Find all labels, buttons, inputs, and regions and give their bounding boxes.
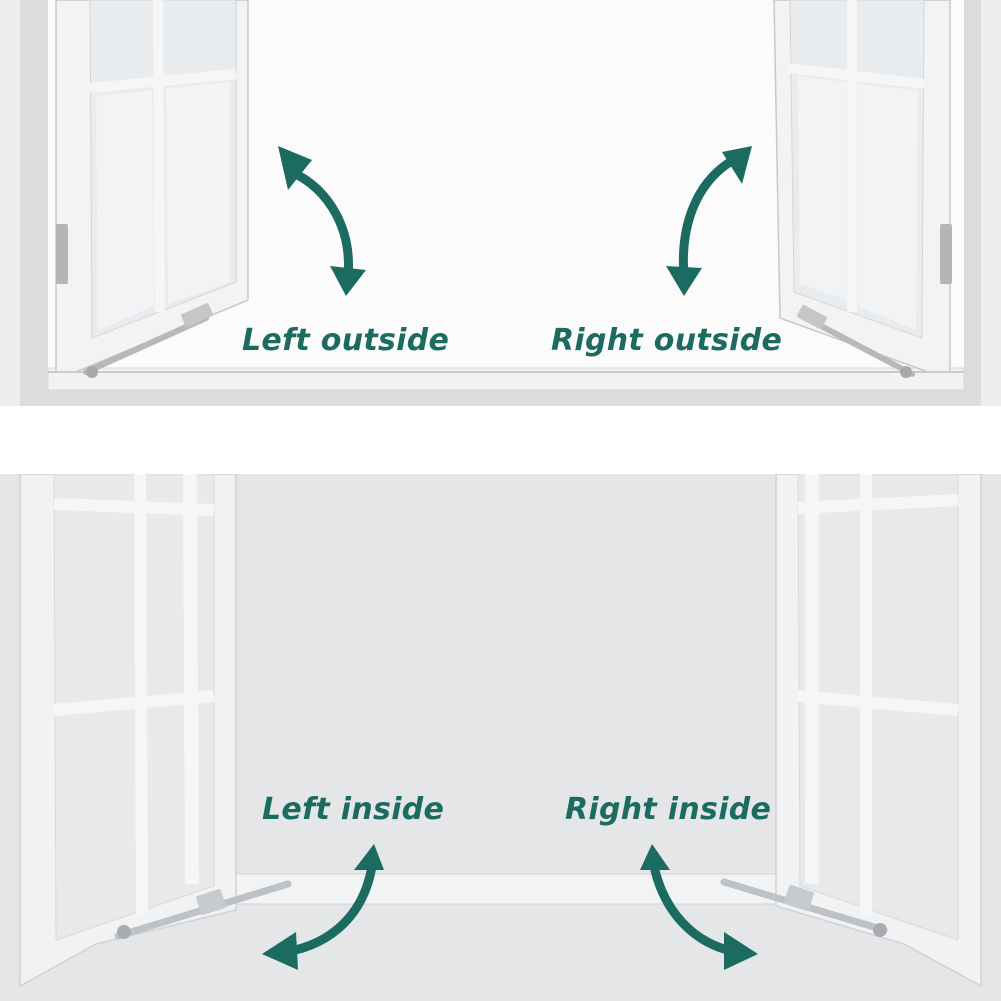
label-left-outside: Left outside — [242, 323, 450, 358]
right-sash — [773, 0, 952, 373]
label-right-outside: Right outside — [551, 323, 783, 358]
curved-double-arrow-icon — [640, 844, 758, 970]
left-sash — [19, 474, 237, 988]
label-left-inside: Left inside — [262, 792, 445, 827]
right-window-stay — [720, 878, 888, 937]
outside-window-illustration — [0, 0, 1001, 406]
outside-opening-panel — [0, 0, 1001, 406]
inside-opening-panel — [0, 474, 1001, 1001]
curved-double-arrow-icon — [278, 146, 366, 296]
label-right-inside: Right inside — [565, 792, 772, 827]
curved-double-arrow-icon — [262, 844, 384, 970]
right-window-stay — [797, 304, 915, 378]
inside-window-illustration — [0, 474, 1001, 1001]
right-sash — [775, 474, 982, 988]
left-sash — [55, 0, 249, 373]
window-sill — [47, 367, 965, 391]
left-window-stay — [114, 880, 292, 940]
curved-double-arrow-icon — [666, 146, 752, 296]
window-sill — [235, 873, 777, 905]
left-window-stay — [83, 303, 213, 378]
